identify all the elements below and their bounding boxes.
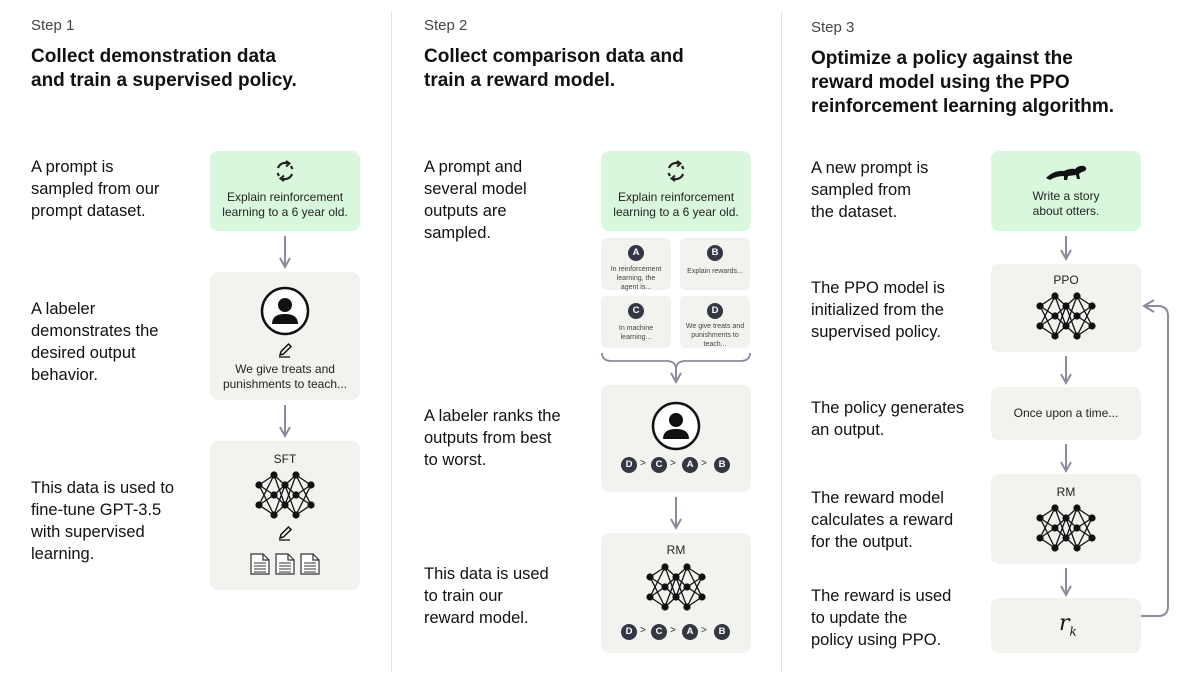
step2-ranking-box: D > C > A > B [601, 385, 751, 492]
sft-label: SFT [273, 452, 297, 466]
recycle-arrows-icon [667, 160, 685, 182]
step1-labeler-box: We give treats and punishments to teach.… [210, 272, 360, 400]
arrow-down-icon [1060, 236, 1072, 262]
arrow-down-icon [1060, 356, 1072, 386]
badge-d: D [707, 303, 723, 319]
otter-icon [1046, 165, 1087, 180]
output-card-b: B Explain rewards... [680, 238, 750, 290]
prompt-text-line: Explain reinforcement [617, 190, 735, 204]
step2-label: Step 2 [424, 17, 468, 34]
neural-network-icon [646, 563, 706, 611]
document-icon [250, 553, 270, 575]
pencil-icon [278, 525, 293, 541]
arrow-down-icon [1060, 568, 1072, 598]
arrow-down-icon [279, 236, 291, 270]
reward-symbol: rk [1059, 611, 1077, 639]
prompt-text-line: about otters. [1032, 204, 1100, 218]
rm-label: RM [1056, 485, 1076, 499]
user-icon [651, 401, 701, 451]
document-icon [300, 553, 320, 575]
step3-prompt-box: Write a story about otters. [991, 151, 1141, 231]
demo-text-line: We give treats and [235, 362, 335, 376]
step3-label: Step 3 [811, 19, 855, 36]
recycle-arrows-icon [276, 160, 294, 182]
neural-network-icon [1036, 504, 1096, 552]
step2-rm-box: RM D > C > A > B [601, 533, 751, 653]
step3-reward-box: rk [991, 598, 1141, 653]
neural-network-icon [255, 471, 315, 519]
badge-a: A [628, 245, 644, 261]
arrow-down-icon [1060, 444, 1072, 474]
neural-network-icon [1036, 292, 1096, 340]
prompt-text-line: learning to a 6 year old. [613, 205, 739, 219]
step3-output-box: Once upon a time... [991, 387, 1141, 440]
document-icon [275, 553, 295, 575]
brace-icon [601, 352, 751, 385]
prompt-text-line: Explain reinforcement [226, 190, 344, 204]
prompt-text-line: Write a story [1032, 189, 1100, 203]
step1-sft-box: SFT [210, 441, 360, 590]
step3-ppo-box: PPO [991, 264, 1141, 352]
step1-label: Step 1 [31, 17, 75, 34]
ranking-row: D > C > A > B [601, 457, 751, 473]
step1-prompt-box: Explain reinforcement learning to a 6 ye… [210, 151, 360, 231]
prompt-text-line: learning to a 6 year old. [222, 205, 348, 219]
column-divider [391, 12, 392, 672]
badge-b: B [707, 245, 723, 261]
output-text: Once upon a time... [1013, 406, 1119, 420]
step3-rm-box: RM [991, 474, 1141, 564]
demo-text-line: punishments to teach... [222, 377, 348, 391]
arrow-down-icon [279, 405, 291, 439]
ranking-row: D > C > A > B [601, 624, 751, 640]
user-icon [260, 286, 310, 336]
ppo-label: PPO [1053, 273, 1079, 287]
column-divider [781, 12, 782, 672]
pencil-icon [278, 342, 293, 358]
feedback-loop-arrow [1141, 299, 1169, 617]
rm-label: RM [666, 543, 686, 557]
arrow-down-icon [670, 497, 682, 531]
badge-c: C [628, 303, 644, 319]
step2-prompt-box: Explain reinforcement learning to a 6 ye… [601, 151, 751, 231]
